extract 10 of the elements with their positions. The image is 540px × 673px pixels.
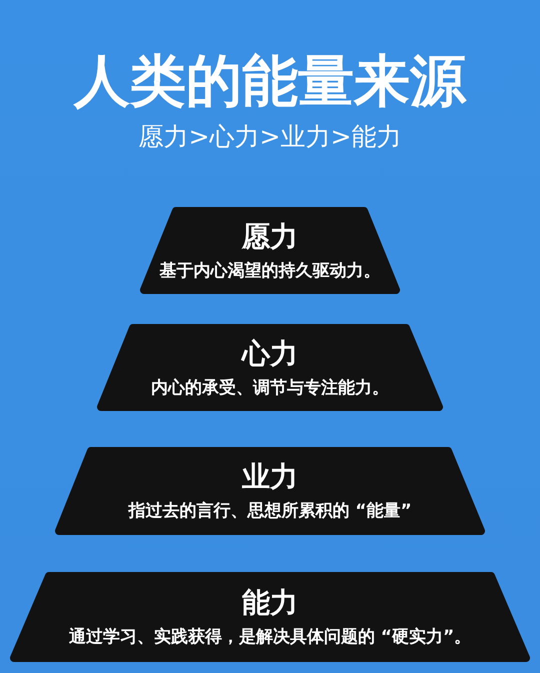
title: 人类的能量来源	[74, 50, 466, 114]
level-description: 基于内心渴望的持久驱动力。	[160, 260, 380, 282]
level-description: 指过去的言行、思想所累积的 “能量”	[128, 500, 412, 522]
level-heading: 心力	[242, 336, 298, 370]
level-description: 内心的承受、调节与专注能力。	[151, 376, 389, 398]
level-heading: 能力	[242, 586, 298, 620]
level-heading: 业力	[242, 460, 298, 494]
level-description: 通过学习、实践获得，是解决具体问题的 “硬实力”。	[68, 626, 472, 648]
level-heading: 愿力	[242, 220, 298, 254]
subtitle: 愿力>心力>业力>能力	[138, 121, 402, 153]
